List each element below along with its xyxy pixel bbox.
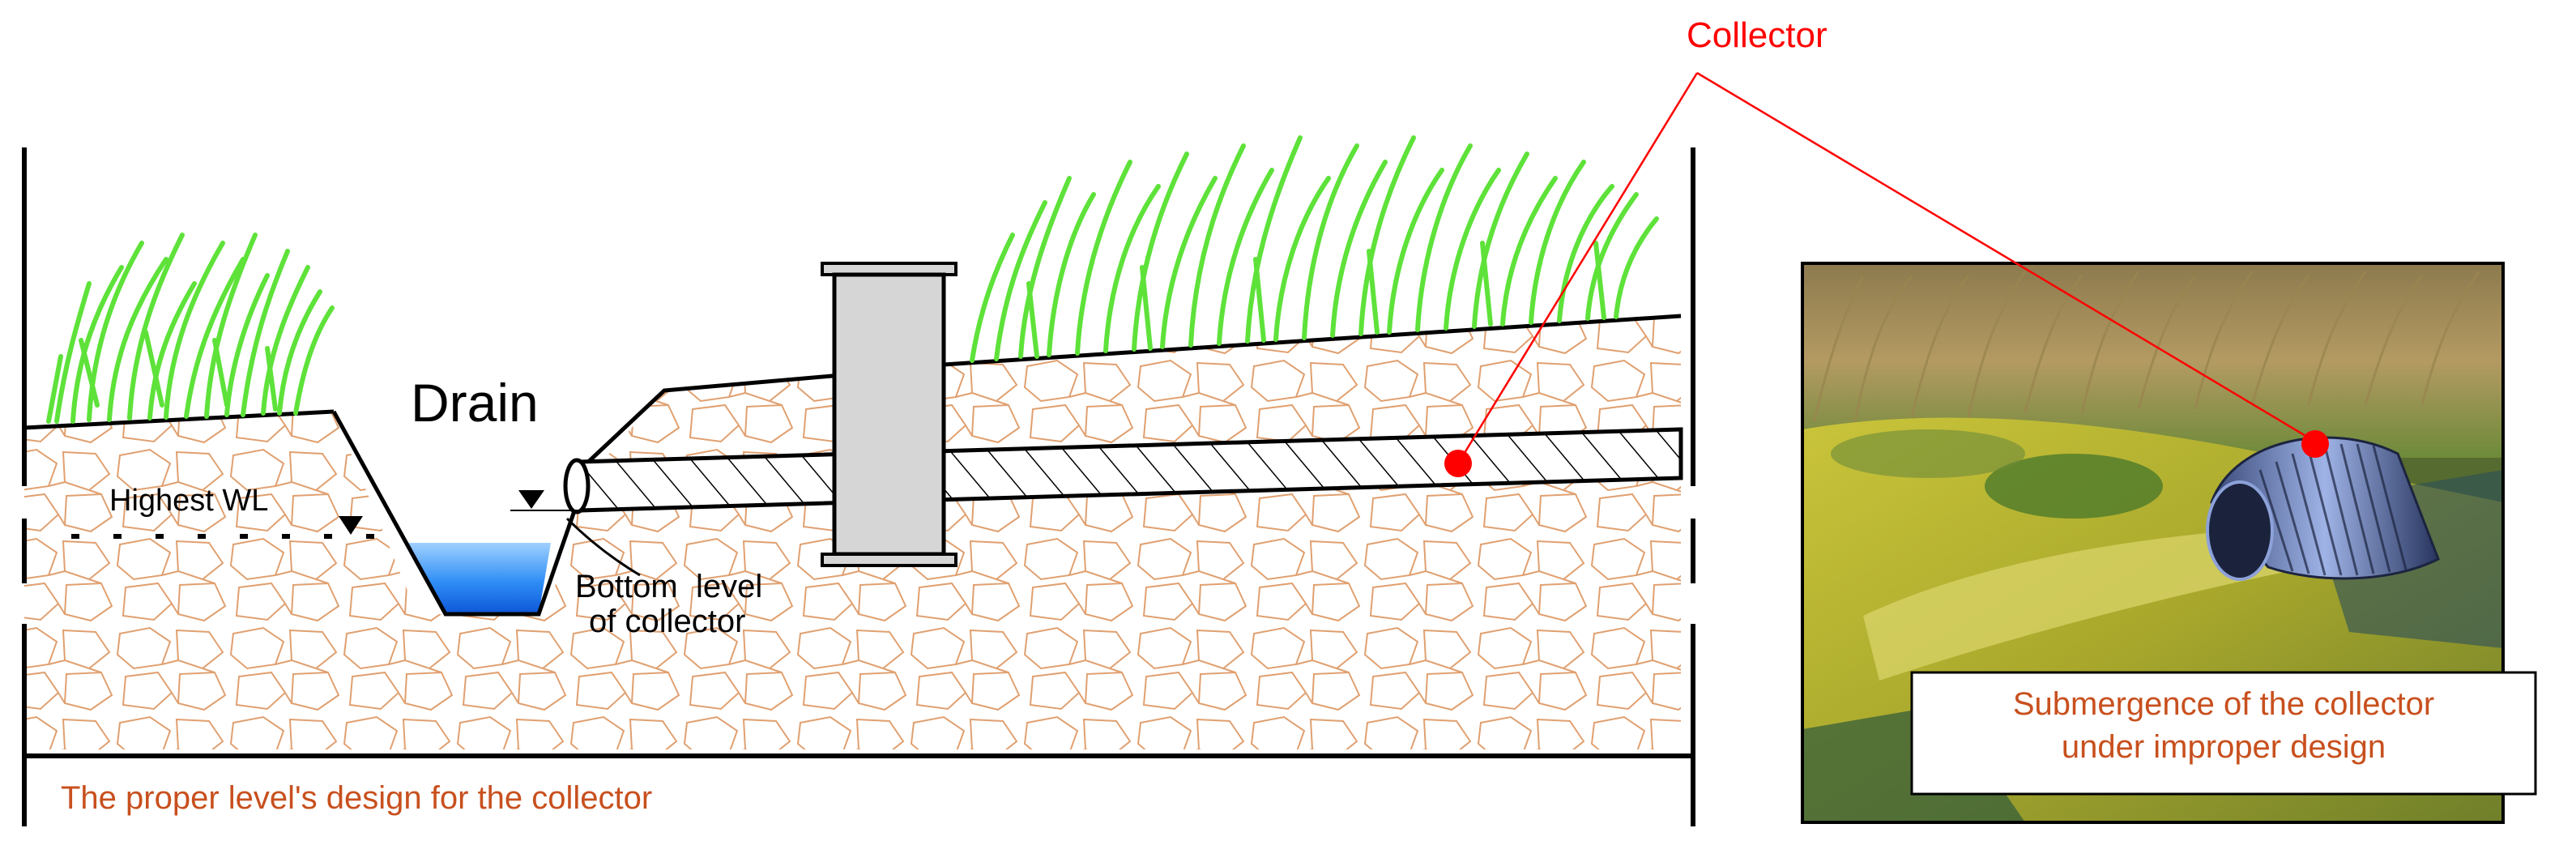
callout-line-left xyxy=(1456,72,1699,464)
collector-point-photo-icon xyxy=(2301,430,2329,458)
drain-channel-outline xyxy=(331,410,579,617)
photo-caption-line-2: under improper design xyxy=(2062,729,2386,765)
grass-left xyxy=(46,233,335,424)
collector-point-diagram-icon xyxy=(1444,450,1472,477)
caption-left: The proper level's design for the collec… xyxy=(61,780,652,816)
bottom-level-leader xyxy=(565,517,641,577)
water-level-marker-icon xyxy=(339,516,363,535)
bottom-level-label: Bottom level xyxy=(575,569,762,604)
photo-caption-box xyxy=(1910,671,2537,796)
ground-line-right-2 xyxy=(943,314,1682,367)
inspection-chamber xyxy=(821,262,957,567)
boundary-lines xyxy=(22,147,1695,826)
drain-water xyxy=(405,543,551,614)
grass-right xyxy=(970,135,1659,363)
ground-line-right xyxy=(569,372,851,480)
highest-wl-label: Highest WL xyxy=(109,484,268,518)
bottom-level-label-2: of collector xyxy=(589,604,745,639)
collector-level-marker-icon xyxy=(518,490,544,509)
photo-caption-line-1: Submergence of the collector xyxy=(2013,686,2434,722)
collector-title: Collector xyxy=(1687,15,1828,55)
corrugated-pipe-icon xyxy=(2206,436,2440,581)
collector-pipe-outlet xyxy=(563,458,591,514)
callout-line-right xyxy=(1696,71,2316,443)
ground-line-left xyxy=(23,409,335,430)
drain-label: Drain xyxy=(411,373,539,433)
